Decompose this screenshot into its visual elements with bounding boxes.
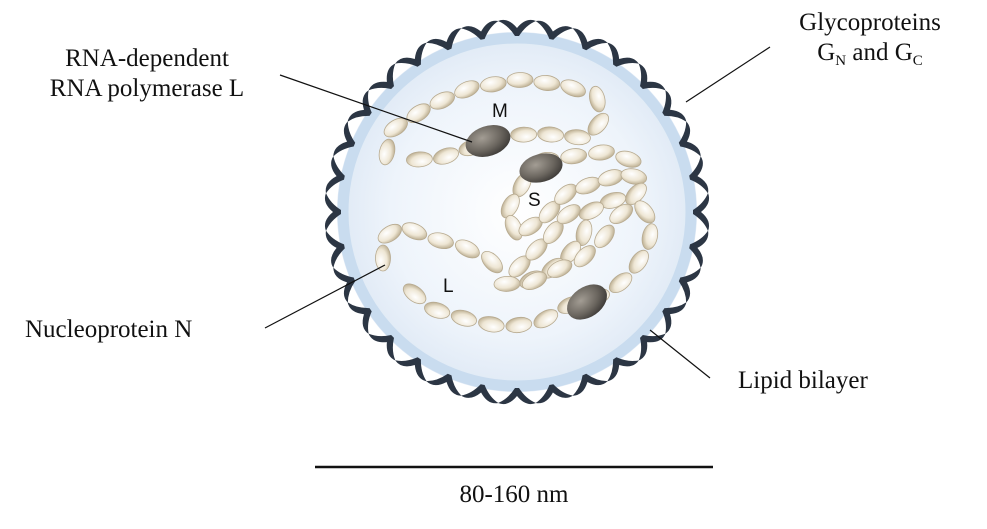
scale-label: 80-160 nm	[394, 480, 634, 510]
nucleoprotein-label: Nucleoprotein N	[25, 315, 192, 345]
glycoproteins-label-line1: Glycoproteins	[775, 8, 965, 38]
bilayer-label: Lipid bilayer	[738, 366, 868, 396]
glycoproteins-label: Glycoproteins GN and GC	[775, 8, 965, 68]
polymerase-label-line2: RNA polymerase L	[22, 74, 272, 104]
polymerase-label: RNA-dependent RNA polymerase L	[22, 44, 272, 104]
segment-l-label: L	[443, 276, 454, 297]
polymerase-label-line1: RNA-dependent	[22, 44, 272, 74]
bilayer-leader-line	[650, 330, 710, 378]
segment-s-label: S	[528, 190, 541, 211]
nucleoprotein-bead	[376, 245, 391, 271]
segment-m-label: M	[492, 101, 508, 122]
nucleoprotein-bead	[507, 72, 533, 88]
glycoprotein-leader-line	[686, 47, 770, 102]
nucleoprotein-bead	[510, 127, 536, 143]
glycoproteins-label-line2: GN and GC	[775, 38, 965, 68]
